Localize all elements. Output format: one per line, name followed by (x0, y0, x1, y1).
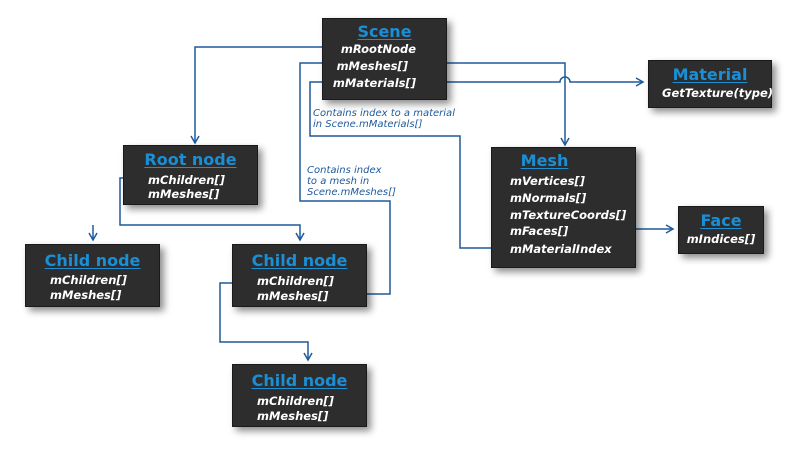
root-node-field-meshes: mMeshes[] (148, 187, 220, 201)
note-mesh-index: Contains index to a mesh in Scene.mMeshe… (307, 165, 396, 198)
mesh-field-vertices: mVertices[] (510, 174, 585, 188)
root-node-field-children: mChildren[] (148, 173, 225, 187)
child-node-bottom-field-meshes: mMeshes[] (257, 409, 329, 423)
edge-scene-materials (438, 76, 645, 87)
root-node-box: Root node mChildren[] mMeshes[] (123, 145, 258, 205)
note-material-index-line-2: in Scene.mMaterials[] (313, 119, 423, 130)
mesh-field-material-index: mMaterialIndex (510, 242, 612, 256)
face-field-indices: mIndices[] (686, 232, 756, 246)
child-node-bottom-title: Child node (251, 371, 348, 390)
mesh-box: Mesh mVertices[] mNormals[] mTextureCoor… (491, 147, 636, 268)
material-box: Material GetTexture(type) (648, 60, 774, 108)
face-box: Face mIndices[] (678, 206, 764, 254)
scene-field-root-node: mRootNode (340, 42, 416, 56)
edge-rootnode (190, 46, 340, 145)
edge-material-index (309, 77, 496, 249)
scene-field-meshes: mMeshes[] (336, 59, 408, 73)
child-node-mid-field-meshes: mMeshes[] (257, 289, 329, 303)
child-node-bottom-field-children: mChildren[] (257, 394, 334, 408)
child-node-left-title: Child node (44, 251, 141, 270)
child-node-left-field-children: mChildren[] (50, 273, 127, 287)
child-node-mid-box: Child node mChildren[] mMeshes[] (232, 244, 367, 307)
material-title: Material (672, 65, 748, 84)
scene-field-materials: mMaterials[] (332, 76, 416, 90)
mesh-field-faces: mFaces[] (510, 224, 569, 238)
child-node-bottom-box: Child node mChildren[] mMeshes[] (232, 364, 367, 427)
child-node-left-field-meshes: mMeshes[] (50, 288, 122, 302)
note-mesh-index-line-3: Scene.mMeshes[] (307, 187, 396, 198)
mesh-field-texture-coords: mTextureCoords[] (510, 208, 627, 222)
material-field-get-texture: GetTexture(type) (662, 86, 774, 100)
mesh-title: Mesh (520, 151, 569, 170)
note-material-index: Contains index to a material in Scene.mM… (313, 108, 455, 130)
root-node-title: Root node (144, 150, 237, 169)
mesh-field-normals: mNormals[] (510, 191, 587, 205)
scene-box: Scene mRootNode mMeshes[] mMaterials[] (322, 18, 447, 100)
child-node-mid-field-children: mChildren[] (257, 274, 334, 288)
scene-title: Scene (357, 22, 412, 41)
face-title: Face (700, 211, 742, 230)
note-mesh-index-line-1: Contains index (307, 165, 382, 176)
note-material-index-line-1: Contains index to a material (313, 108, 455, 119)
edge-scene-meshes (407, 62, 570, 147)
child-node-left-box: Child node mChildren[] mMeshes[] (25, 244, 160, 307)
note-mesh-index-line-2: to a mesh in (307, 176, 370, 187)
child-node-mid-title: Child node (251, 251, 348, 270)
edge-mid-meshes (299, 58, 391, 295)
